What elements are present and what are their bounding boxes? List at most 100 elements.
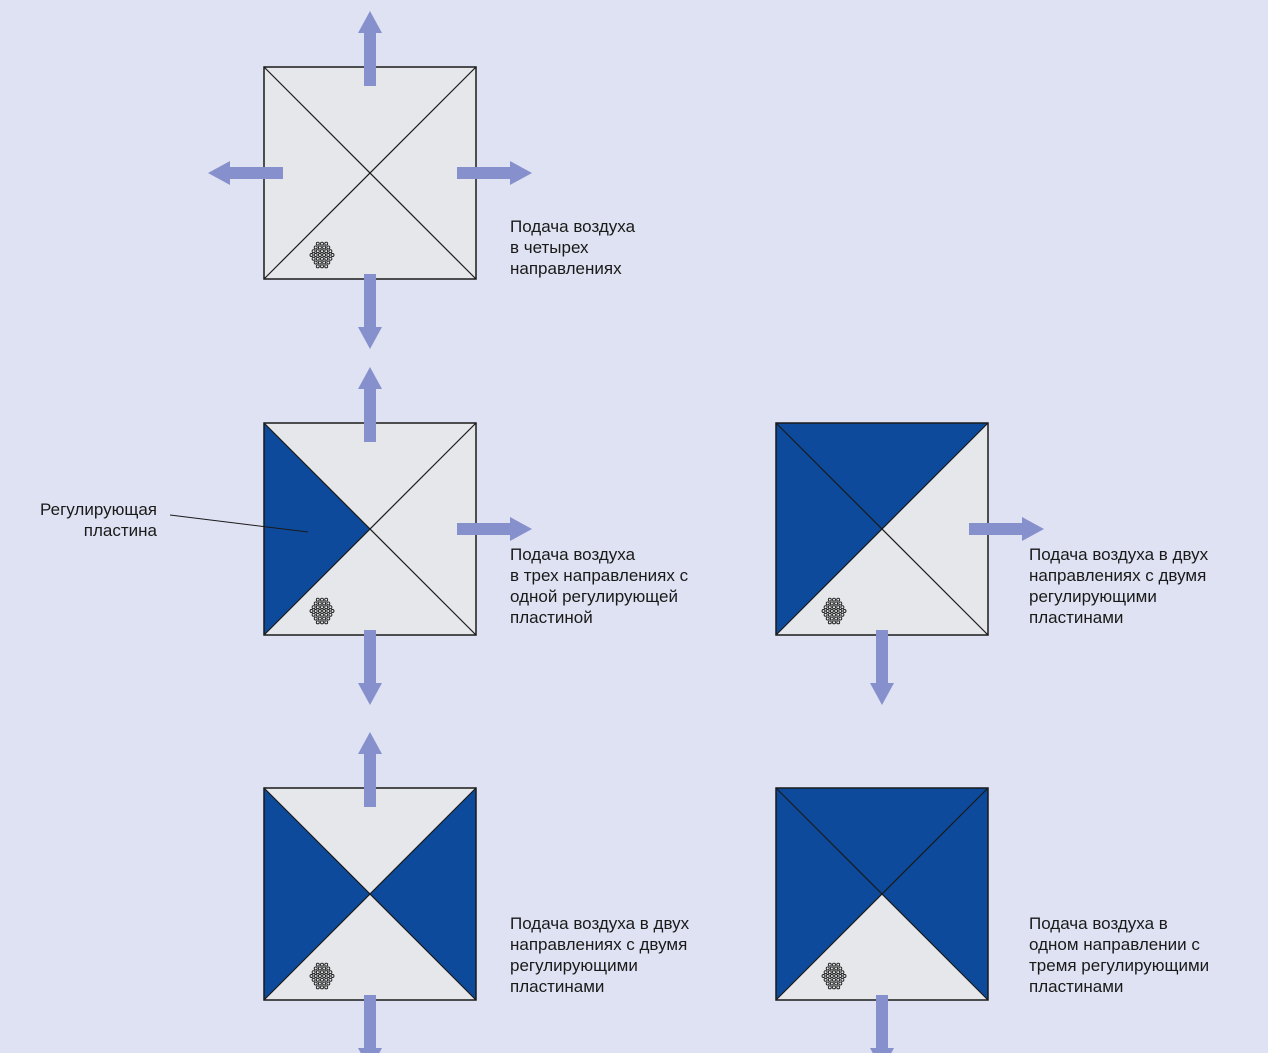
airflow-arrow-down-four-way	[358, 274, 382, 349]
grille-hole	[821, 974, 826, 978]
grille-hole	[838, 609, 843, 613]
grille-hole	[315, 970, 320, 975]
grille-hole	[309, 609, 314, 613]
grille-hole	[832, 977, 836, 982]
grille-hole	[320, 612, 324, 617]
grille-hole	[324, 597, 329, 602]
grille-hole	[317, 601, 322, 606]
grille-hole	[311, 249, 316, 254]
grille-hole	[832, 970, 836, 975]
grille-hole	[315, 962, 320, 967]
airflow-arrow-down-one-way	[870, 995, 894, 1053]
grille-hole	[834, 601, 839, 606]
air-intake-grille-icon	[309, 241, 335, 269]
grille-hole	[328, 249, 333, 254]
grille-hole	[836, 977, 841, 982]
grille-hole	[836, 985, 841, 990]
grille-hole	[827, 985, 832, 990]
grille-hole	[328, 605, 333, 610]
grille-hole	[827, 962, 832, 967]
grille-hole	[313, 609, 318, 613]
grille-hole	[313, 981, 318, 986]
diagonal-line	[775, 422, 989, 636]
grille-hole	[328, 970, 333, 975]
grille-hole	[827, 612, 832, 617]
grille-hole	[330, 974, 335, 978]
cassette-unit-two-way-opposite	[263, 732, 477, 1053]
grille-hole	[313, 966, 318, 971]
damper-plate-top	[776, 788, 988, 894]
grille-hole	[825, 981, 830, 986]
grille-hole	[838, 966, 843, 971]
grille-hole	[842, 974, 847, 978]
cassette-unit-two-way-corner	[775, 422, 1044, 705]
grille-hole	[823, 977, 828, 982]
grille-hole	[320, 605, 324, 610]
grille-hole	[821, 609, 826, 613]
grille-hole	[324, 620, 329, 625]
diagonal-line	[775, 787, 989, 1001]
grille-hole	[832, 605, 836, 610]
damper-plate-right	[370, 788, 476, 1000]
air-intake-grille-icon	[821, 597, 847, 625]
grille-hole	[838, 616, 843, 621]
grille-hole	[832, 620, 836, 625]
grille-hole	[322, 253, 327, 257]
grille-hole	[326, 601, 331, 606]
grille-hole	[315, 249, 320, 254]
damper-plate-left	[264, 788, 370, 1000]
cassette-unit-one-way	[775, 787, 989, 1053]
airflow-arrow-down-three-way	[358, 630, 382, 705]
grille-hole	[836, 962, 841, 967]
grille-hole	[836, 612, 841, 617]
grille-hole	[315, 620, 320, 625]
grille-hole	[322, 966, 327, 971]
grille-hole	[328, 612, 333, 617]
airflow-arrow-right-three-way	[457, 517, 532, 541]
grille-hole	[834, 974, 839, 978]
grille-hole	[832, 612, 836, 617]
airflow-arrow-right-two-way-corner	[969, 517, 1044, 541]
grille-hole	[825, 966, 830, 971]
grille-hole	[823, 612, 828, 617]
grille-hole	[315, 256, 320, 261]
grille-hole	[322, 245, 327, 250]
grille-hole	[324, 605, 329, 610]
grille-hole	[834, 609, 839, 613]
grille-hole	[326, 966, 331, 971]
grille-hole	[842, 609, 847, 613]
grille-hole	[322, 609, 327, 613]
grille-hole	[317, 245, 322, 250]
damper-plate-right	[882, 788, 988, 1000]
outlet-panel-top	[264, 67, 476, 173]
grille-hole	[313, 260, 318, 265]
airflow-arrow-down-two-way-corner	[870, 630, 894, 705]
grille-hole	[326, 981, 331, 986]
grille-hole	[311, 612, 316, 617]
grille-hole	[324, 977, 329, 982]
grille-hole	[328, 977, 333, 982]
grille-hole	[320, 962, 324, 967]
grille-hole	[317, 609, 322, 613]
grille-hole	[317, 966, 322, 971]
grille-hole	[326, 974, 331, 978]
unit-caption-three-way: Подача воздуха в трех направлениях с одн…	[510, 545, 689, 627]
grille-hole	[825, 616, 830, 621]
grille-hole	[829, 609, 834, 613]
grille-hole	[330, 609, 335, 613]
unit-caption-two-way-opposite: Подача воздуха в двух направлениях с дву…	[510, 914, 690, 996]
grille-hole	[836, 605, 841, 610]
damper-plate-left	[776, 423, 882, 635]
grille-hole	[840, 612, 845, 617]
diagonal-line	[263, 787, 477, 1001]
grille-hole	[320, 985, 324, 990]
grille-hole	[324, 256, 329, 261]
grille-hole	[317, 981, 322, 986]
callout-leader-line	[169, 514, 309, 533]
grille-hole	[317, 260, 322, 265]
outlet-panel-right	[370, 423, 476, 635]
grille-hole	[324, 241, 329, 246]
airflow-arrow-down-two-way-opposite	[358, 995, 382, 1053]
airflow-arrow-up-three-way	[358, 367, 382, 442]
grille-hole	[829, 981, 834, 986]
